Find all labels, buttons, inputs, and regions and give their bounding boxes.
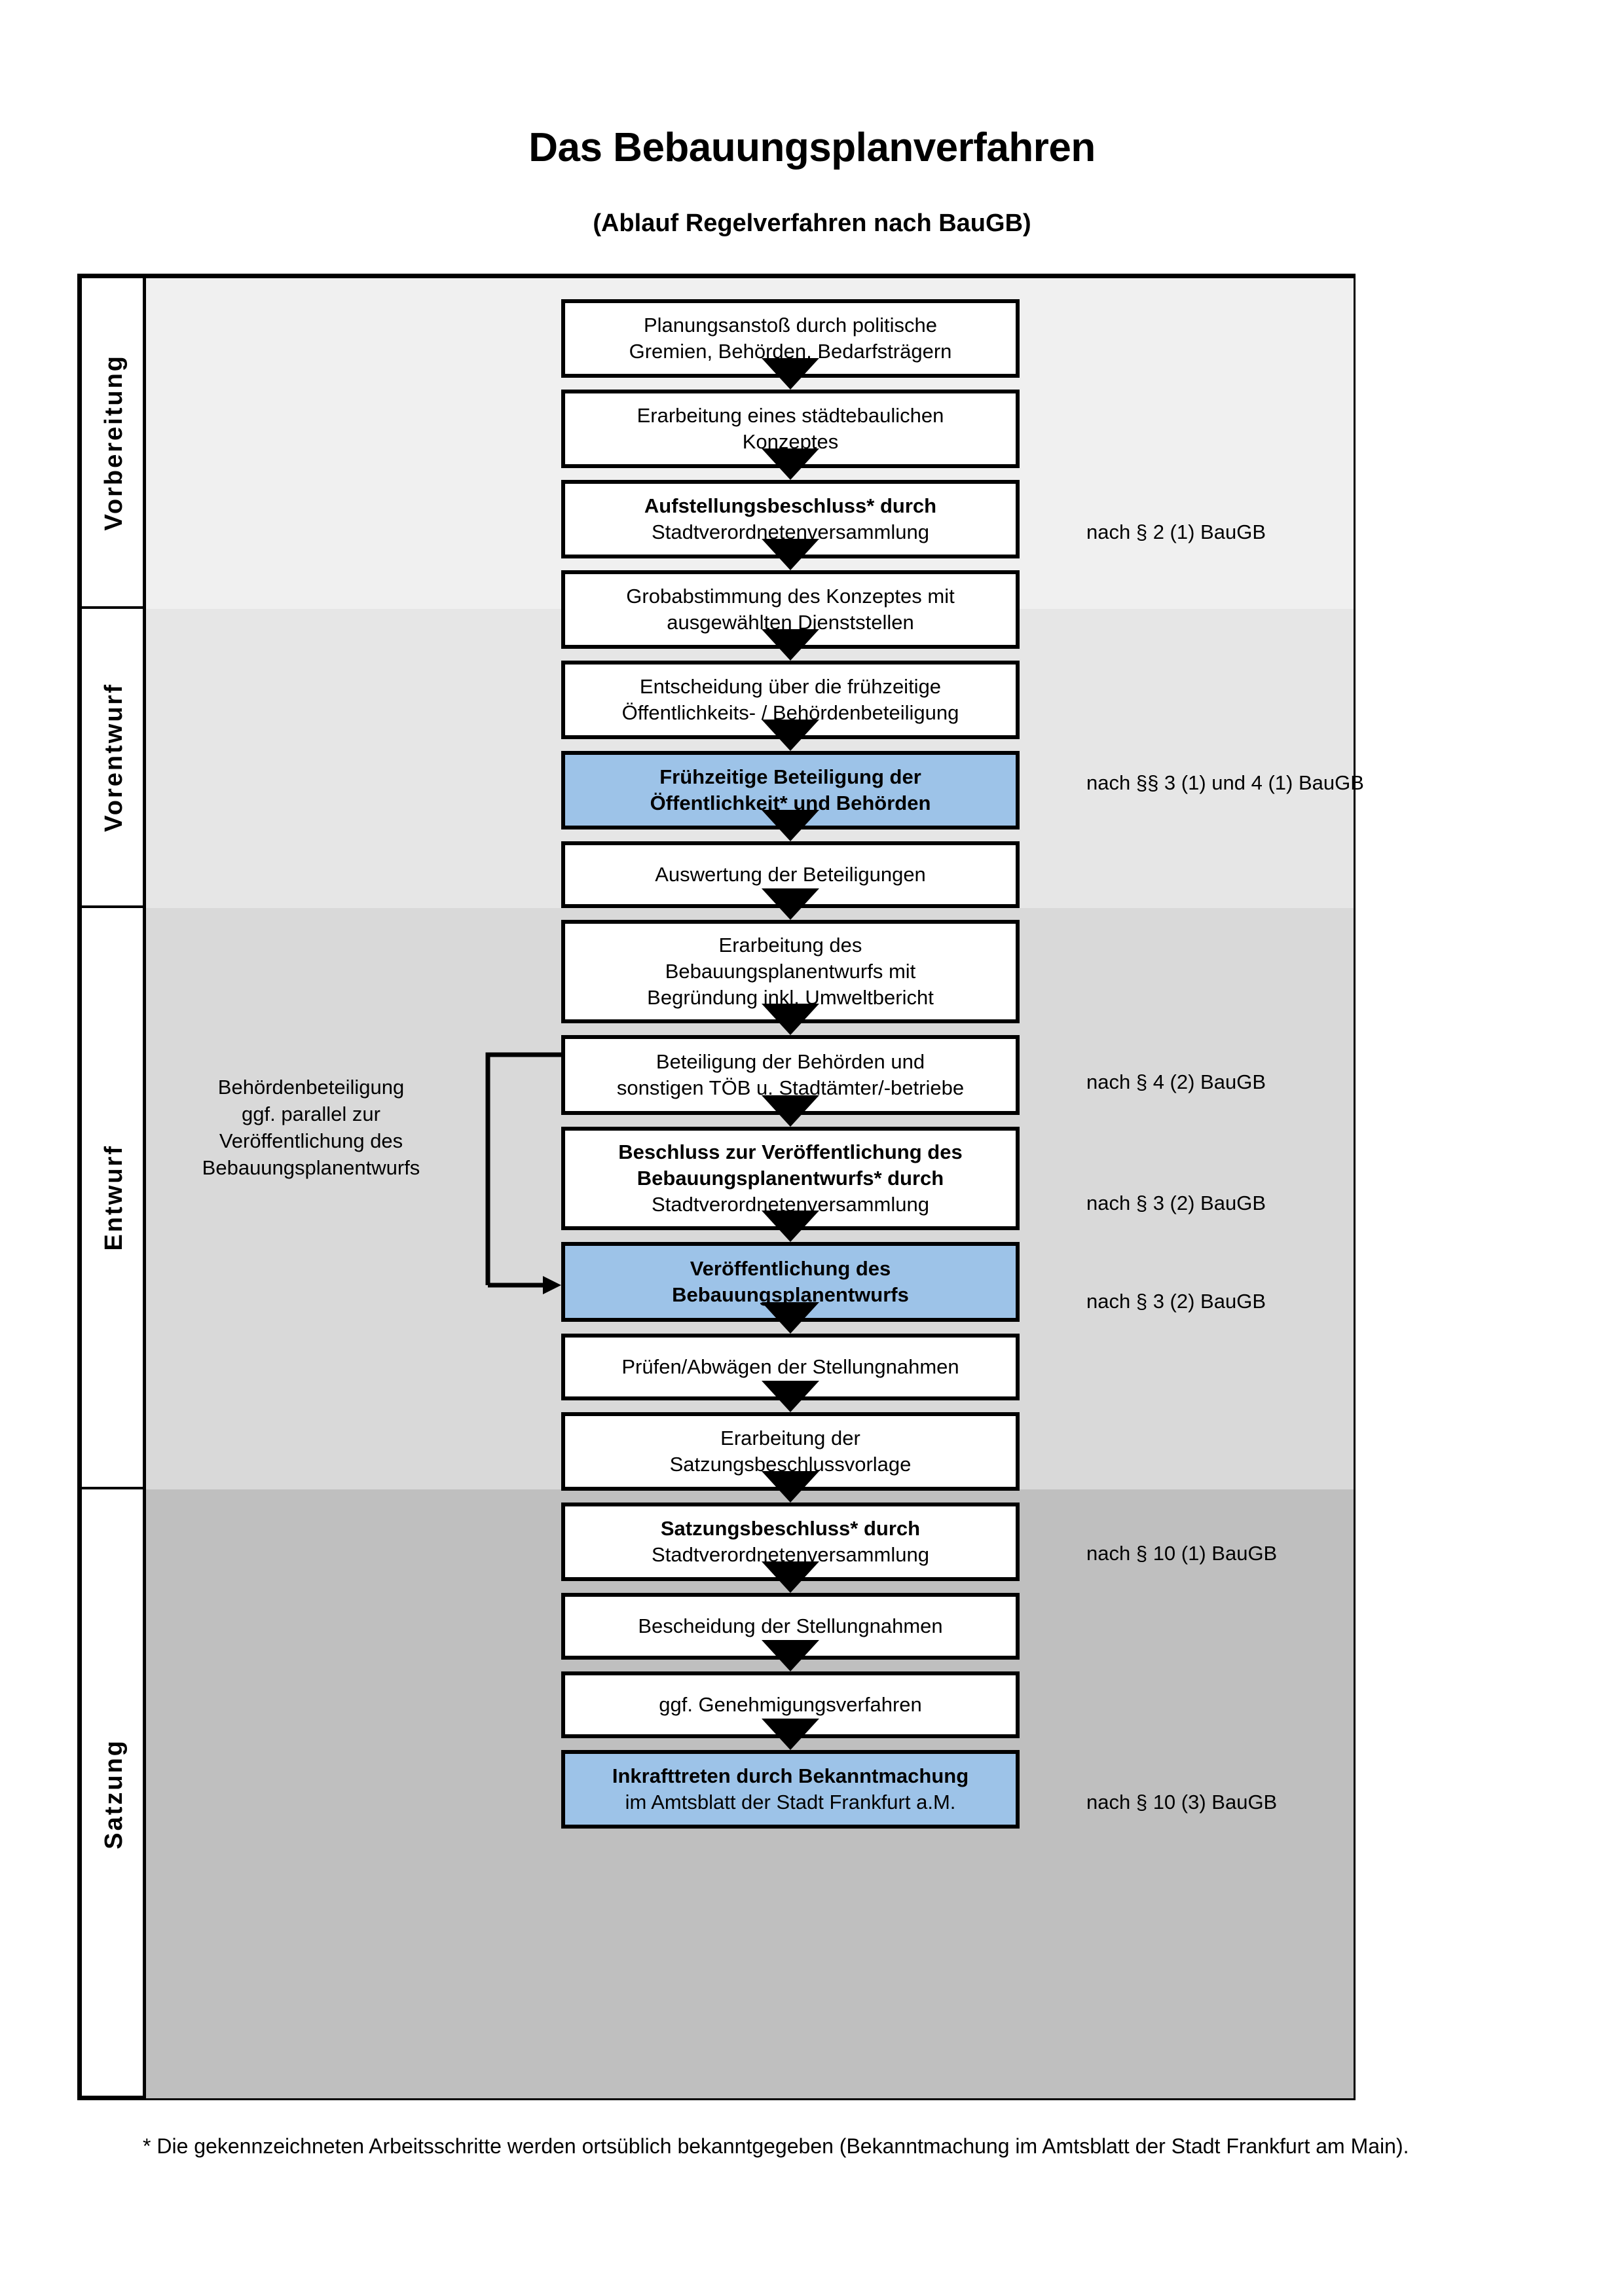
step-text: Frühzeitige Beteiligung der Öffentlichke… — [650, 765, 931, 814]
flow-arrow-icon — [762, 1561, 819, 1593]
step-text: Aufstellungsbeschluss* durch Stadtverord… — [644, 494, 937, 543]
legal-ref-veroeffentlichung-entwurf: nach § 3 (2) BauGB — [1086, 1290, 1266, 1313]
step-text: Satzungsbeschluss* durch Stadtverordnete… — [652, 1516, 929, 1566]
step-satzungsbeschluss[interactable]: Satzungsbeschluss* durch Stadtverordnete… — [561, 1503, 1020, 1581]
flow-arrow-icon — [762, 1004, 819, 1035]
parallel-connector-bracket — [485, 1052, 561, 1294]
flow-arrow-icon — [762, 1211, 819, 1242]
step-text: Entscheidung über die frühzeitige Öffent… — [621, 674, 959, 724]
legal-ref-fruehzeitige-beteiligung: nach §§ 3 (1) und 4 (1) BauGB — [1086, 771, 1364, 794]
step-text: Veröffentlichung des Bebauungsplanentwur… — [672, 1256, 909, 1306]
step-text: Auswertung der Beteiligungen — [655, 862, 926, 886]
flow-arrow-icon — [762, 720, 819, 751]
step-text: Beschluss zur Veröffentlichung des Bebau… — [618, 1140, 963, 1216]
step-text: Erarbeitung eines städtebaulichen Konzep… — [637, 403, 944, 453]
step-text: Erarbeitung des Bebauungsplanentwurfs mi… — [647, 933, 934, 1010]
page-title: Das Bebauungsplanverfahren — [528, 125, 1096, 170]
step-entscheidung-fruehzeitige[interactable]: Entscheidung über die frühzeitige Öffent… — [561, 661, 1020, 739]
legal-ref-inkrafttreten: nach § 10 (3) BauGB — [1086, 1791, 1278, 1813]
flow-arrow-icon — [762, 1095, 819, 1127]
flow-arrow-icon — [762, 629, 819, 661]
step-text: Grobabstimmung des Konzeptes mit ausgewä… — [626, 584, 955, 634]
legal-ref-beschluss-veroeffentlichung: nach § 3 (2) BauGB — [1086, 1192, 1266, 1214]
step-text: ggf. Genehmigungsverfahren — [659, 1692, 922, 1716]
step-text: Inkrafttreten durch Bekanntmachung im Am… — [612, 1764, 969, 1813]
phase-label-satzung: Satzung — [82, 1489, 146, 2098]
step-text: Prüfen/Abwägen der Stellungnahmen — [621, 1355, 959, 1378]
footnote-text: * Die gekennzeichneten Arbeitsschritte w… — [143, 2134, 1409, 2158]
phase-label-text: Satzung — [100, 1738, 128, 1850]
process-diagram-frame: Vorbereitung Vorentwurf Entwurf Satzung … — [77, 274, 1364, 2100]
flow-arrow-icon — [762, 448, 819, 480]
flow-arrow-icon — [762, 539, 819, 570]
phase-label-text: Vorentwurf — [100, 682, 128, 832]
flow-arrow-icon — [762, 1640, 819, 1671]
flow-arrow-icon — [762, 1471, 819, 1503]
phase-label-entwurf: Entwurf — [82, 908, 146, 1489]
step-text: Erarbeitung der Satzungsbeschlussvorlage — [669, 1426, 912, 1476]
flow-arrow-icon — [762, 810, 819, 841]
step-beteiligung-behoerden[interactable]: Beteiligung der Behörden und sonstigen T… — [561, 1035, 1020, 1115]
legal-ref-beteiligung-behoerden: nach § 4 (2) BauGB — [1086, 1070, 1266, 1093]
phase-label-text: Entwurf — [100, 1144, 128, 1251]
legal-ref-aufstellungsbeschluss: nach § 2 (1) BauGB — [1086, 520, 1266, 543]
flow-arrow-icon — [762, 1381, 819, 1412]
phase-label-vorentwurf: Vorentwurf — [82, 609, 146, 908]
phase-label-column: Vorbereitung Vorentwurf Entwurf Satzung — [82, 278, 146, 2096]
phase-label-text: Vorbereitung — [100, 354, 128, 531]
step-inkrafttreten[interactable]: Inkrafttreten durch Bekanntmachung im Am… — [561, 1750, 1020, 1829]
page-subtitle: (Ablauf Regelverfahren nach BauGB) — [593, 210, 1031, 237]
step-text: Beteiligung der Behörden und sonstigen T… — [616, 1049, 965, 1099]
legal-ref-satzungsbeschluss: nach § 10 (1) BauGB — [1086, 1542, 1278, 1565]
step-text: Planungsanstoß durch politische Gremien,… — [629, 313, 952, 363]
phase-label-vorbereitung: Vorbereitung — [82, 278, 146, 609]
flow-arrow-icon — [762, 358, 819, 390]
flow-arrow-icon — [762, 888, 819, 920]
step-text: Bescheidung der Stellungnahmen — [638, 1614, 943, 1637]
flow-arrow-icon — [762, 1302, 819, 1334]
flow-arrow-icon — [762, 1719, 819, 1750]
